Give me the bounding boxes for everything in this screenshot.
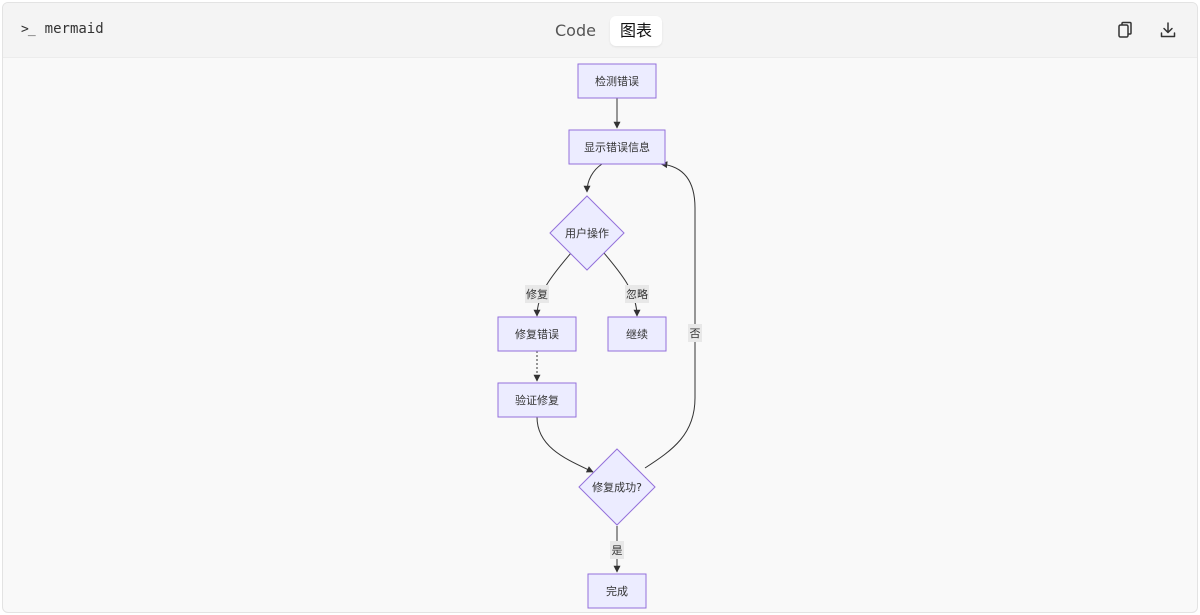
edge-success-show-loop: [644, 161, 696, 469]
svg-text:用户操作: 用户操作: [565, 226, 609, 240]
svg-text:验证修复: 验证修复: [515, 393, 559, 407]
node-verify-fix: 验证修复: [497, 382, 577, 418]
tab-code[interactable]: Code: [555, 21, 596, 40]
edge-label-no: 否: [688, 324, 702, 342]
svg-text:否: 否: [690, 327, 701, 340]
node-user-action: 用户操作: [549, 195, 625, 271]
view-tabs: Code 图表: [545, 16, 662, 46]
node-fix-success-check: 修复成功?: [578, 448, 656, 526]
edge-user-action-continue: [603, 252, 641, 317]
svg-text:修复成功?: 修复成功?: [592, 480, 642, 494]
edge-user-action-fix: [533, 252, 572, 317]
diagram-canvas: 修复 忽略 否 是 检测错误 显示错误信息: [3, 58, 1197, 612]
language-indicator: >_ mermaid: [21, 21, 104, 37]
svg-text:忽略: 忽略: [626, 287, 648, 301]
terminal-prompt-icon: >_: [21, 21, 36, 37]
svg-text:显示错误信息: 显示错误信息: [584, 140, 650, 154]
node-continue: 继续: [607, 316, 667, 352]
node-done: 完成: [587, 573, 647, 609]
svg-text:是: 是: [612, 544, 623, 557]
edge-label-fix: 修复: [525, 285, 549, 303]
svg-text:完成: 完成: [606, 584, 628, 598]
node-show-error-info: 显示错误信息: [568, 129, 666, 165]
edge-label-yes: 是: [610, 541, 624, 559]
edge-show-user-action: [583, 163, 603, 193]
tab-diagram[interactable]: 图表: [609, 16, 662, 46]
edge-verify-success: [536, 416, 594, 473]
svg-text:检测错误: 检测错误: [595, 74, 639, 88]
download-button[interactable]: [1155, 17, 1181, 43]
language-label: mermaid: [44, 21, 104, 37]
node-detect-error: 检测错误: [577, 63, 657, 99]
node-fix-error: 修复错误: [497, 316, 577, 352]
svg-text:修复错误: 修复错误: [515, 327, 559, 341]
copy-icon: [1118, 21, 1132, 38]
copy-button[interactable]: [1112, 17, 1138, 43]
svg-text:修复: 修复: [526, 287, 548, 301]
download-icon: [1160, 22, 1176, 38]
edge-label-ignore: 忽略: [625, 285, 649, 303]
flowchart: 修复 忽略 否 是 检测错误 显示错误信息: [497, 63, 702, 609]
code-block-header: >_ mermaid Code 图表: [3, 3, 1197, 58]
svg-text:继续: 继续: [626, 327, 648, 341]
